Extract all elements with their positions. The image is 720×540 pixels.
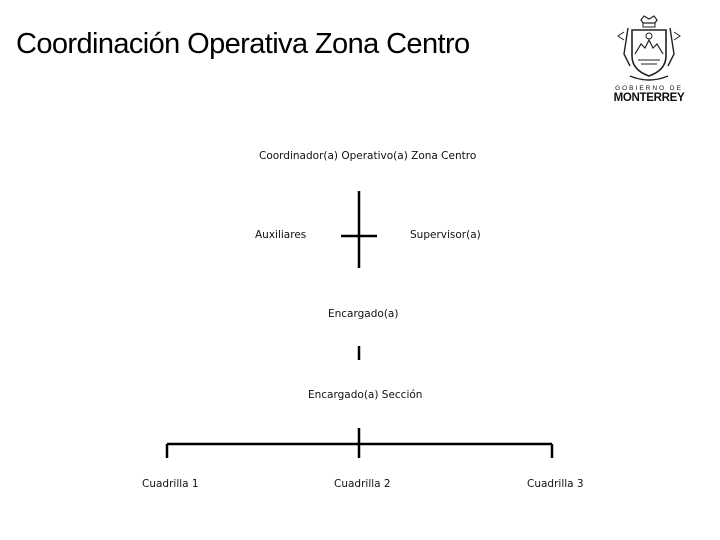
gobierno-de-monterrey-logo: GOBIERNO DE MONTERREY: [608, 14, 690, 106]
coat-of-arms-icon: [617, 15, 681, 81]
node-coordinator: Coordinador(a) Operativo(a) Zona Centro: [259, 150, 477, 162]
node-assistants: Auxiliares: [255, 229, 307, 241]
logo-text-monterrey: MONTERREY: [613, 92, 685, 104]
node-crew-2: Cuadrilla 2: [334, 478, 391, 490]
node-supervisor: Supervisor(a): [410, 229, 481, 241]
node-crew-1: Cuadrilla 1: [142, 478, 199, 490]
node-section-manager: Encargado(a) Sección: [308, 389, 423, 401]
node-crew-3: Cuadrilla 3: [527, 478, 584, 490]
node-manager: Encargado(a): [328, 308, 399, 320]
page-title: Coordinación Operativa Zona Centro: [16, 28, 470, 60]
logo-text-gobierno: GOBIERNO DE: [615, 85, 683, 92]
